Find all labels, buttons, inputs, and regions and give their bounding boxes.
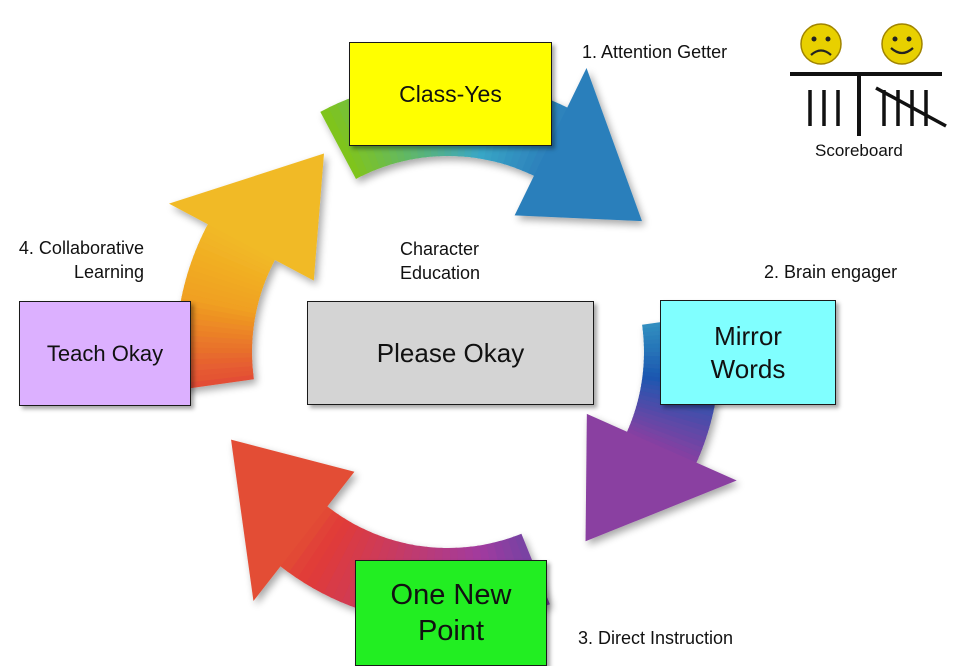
cycle-arrow-segment [303, 517, 352, 589]
cycle-arrow-segment [294, 513, 346, 584]
cycle-arrow-segment [320, 106, 364, 179]
class-yes-text: Class-Yes [399, 80, 502, 107]
please-okay-box: Please Okay [307, 301, 594, 405]
cycle-arrowhead [168, 153, 324, 281]
character-education-label: Character Education [400, 237, 504, 285]
cycle-arrowhead [514, 67, 642, 222]
please-okay-text: Please Okay [376, 337, 525, 368]
brain-engager-label: 2. Brain engager [764, 262, 898, 282]
cycle-arrow-segment [320, 525, 365, 599]
cycle-arrow-segment [205, 221, 276, 264]
happy-tally-marks [875, 86, 947, 128]
class-yes-box: Class-Yes [349, 42, 552, 146]
collaborative-learning-label: 4. Collaborative Learning [18, 238, 144, 282]
one-new-point-text: One New Point [390, 578, 512, 647]
mirror-words-text: Mirror Words [710, 321, 786, 384]
tally-strike [875, 86, 947, 128]
cycle-arrowhead [585, 413, 737, 542]
mirror-words-box: Mirror Words [660, 300, 836, 405]
teach-okay-text: Teach Okay [46, 340, 164, 366]
attention-getter-label: 1. Attention Getter [582, 42, 728, 62]
cycle-arrowhead [231, 439, 355, 602]
cycle-arrow-segment [176, 368, 254, 384]
character-education-text: Character Education [400, 239, 481, 283]
happy-face-icon [881, 23, 923, 65]
cycle-arrow-segment [177, 372, 254, 390]
cycle-arrow-segment [311, 521, 359, 594]
direct-instruction-label: 3. Direct Instruction [578, 628, 734, 648]
cycle-arrow-segment [286, 509, 340, 579]
scoreboard-label: Scoreboard [815, 141, 903, 160]
teach-okay-box: Teach Okay [19, 301, 191, 406]
scoreboard-graphic [790, 23, 947, 136]
cycle-arrow-segment [176, 364, 253, 378]
sad-tally-marks [808, 90, 840, 126]
cycle-arrow-segment [278, 505, 334, 573]
sad-face-icon [800, 23, 842, 65]
one-new-point-box: One New Point [355, 560, 547, 666]
cycle-arrow-segment [329, 528, 372, 603]
